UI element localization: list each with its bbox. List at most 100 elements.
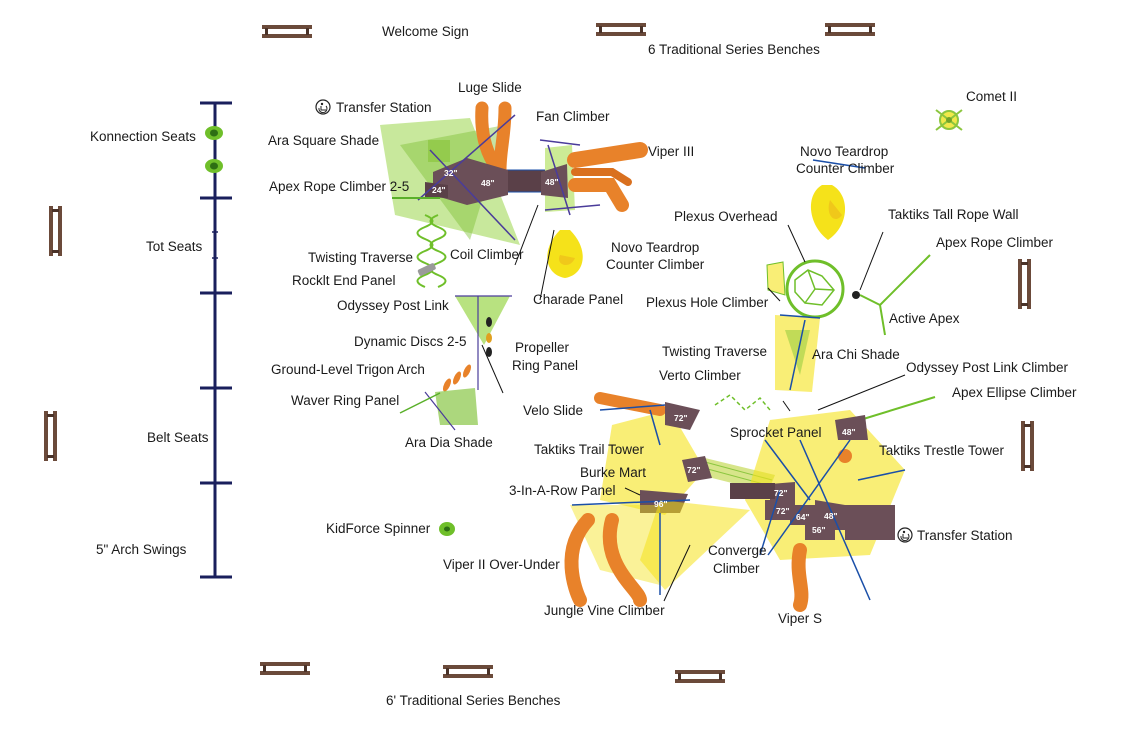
transfer-station-label: Transfer Station: [336, 100, 432, 115]
bench: [675, 670, 725, 683]
deck-height-label: 48": [545, 177, 559, 187]
comet-ii-spinner: [935, 109, 963, 131]
comet-ii-label: Comet II: [966, 89, 1017, 104]
deck-height-label: 64": [796, 512, 810, 522]
ara-dia-shade-label: Ara Dia Shade: [405, 435, 493, 450]
benches-label: 6 Traditional Series Benches: [648, 42, 820, 57]
deck-height-label: 48": [481, 178, 495, 188]
odyssey-post-link-climber-label: Odyssey Post Link Climber: [906, 360, 1069, 375]
active-apex-label: Active Apex: [889, 311, 960, 326]
ara-chi-shade-label: Ara Chi Shade: [812, 347, 900, 362]
viper-s: [791, 543, 809, 612]
label-line: Propeller: [515, 340, 570, 355]
apex-ellipse-climber: [859, 396, 936, 421]
benches-label: 6' Traditional Series Benches: [386, 693, 561, 708]
apex-rope-climber-label: Apex Rope Climber: [936, 235, 1054, 250]
odyssey-post-link: [455, 295, 512, 390]
twisting-traverse-label: Twisting Traverse: [662, 344, 767, 359]
label-line: Ring Panel: [512, 358, 578, 373]
dynamic-discs-label: Dynamic Discs 2-5: [354, 334, 467, 349]
waver-ring-panel-label: Waver Ring Panel: [291, 393, 399, 408]
bench: [1018, 259, 1031, 309]
converge-climber-label: Converge Climber: [708, 543, 770, 576]
label-line: Counter Climber: [606, 257, 705, 272]
bench: [1021, 421, 1034, 471]
blue-poles: [571, 159, 906, 601]
novo-teardrop-label: Novo Teardrop Counter Climber: [606, 240, 705, 272]
ground-level-trigon-arch: [442, 364, 472, 392]
deck-height-label: 48": [842, 427, 856, 437]
plexus-hole-climber: [766, 261, 786, 296]
deck-bridge: [505, 169, 545, 193]
taktiks-trail-tower-label: Taktiks Trail Tower: [534, 442, 645, 457]
velo-slide-label: Velo Slide: [523, 403, 583, 418]
deck-height-label: 48": [824, 511, 838, 521]
transfer-station-icon: [897, 527, 913, 543]
viper-ii-over-under-label: Viper II Over-Under: [443, 557, 560, 572]
coil-climber: [416, 214, 447, 288]
rocklt-end-panel-label: Rocklt End Panel: [292, 273, 396, 288]
viper-ii-over-under: [564, 513, 647, 607]
deck-height-label: 24": [432, 185, 446, 195]
swing-frame: [200, 101, 232, 579]
bench: [260, 662, 310, 675]
leader-lines: [481, 204, 906, 602]
bench: [44, 411, 57, 461]
konnection-seats-label: Konnection Seats: [90, 129, 196, 144]
deck-height-label: 32": [444, 168, 458, 178]
plexus-overhead: [785, 259, 845, 319]
twisting-traverse-label: Twisting Traverse: [308, 250, 413, 265]
novo-teardrop-counter-climber: [547, 230, 583, 278]
tot-seats-label: Tot Seats: [146, 239, 203, 254]
deck-height-label: 72": [687, 465, 701, 475]
welcome-sign-label: Welcome Sign: [382, 24, 469, 39]
odyssey-post-link-label: Odyssey Post Link: [337, 298, 449, 313]
deck-height-label: 72": [674, 413, 688, 423]
ara-dia-shade: [399, 388, 478, 431]
plexus-hole-climber-label: Plexus Hole Climber: [646, 295, 769, 310]
bench: [825, 23, 875, 36]
ara-square-shade-label: Ara Square Shade: [268, 133, 379, 148]
verto-climber-label: Verto Climber: [659, 368, 741, 383]
arch-swings-label: 5" Arch Swings: [96, 542, 187, 557]
label-line: Counter Climber: [796, 161, 895, 176]
belt-seats-label: Belt Seats: [147, 430, 209, 445]
novo-teardrop-counter-climber: [810, 185, 846, 240]
propeller-ring-panel-label: Propeller Ring Panel: [512, 340, 578, 373]
label-line: Novo Teardrop: [611, 240, 699, 255]
dynamic-discs: [486, 317, 492, 357]
velo-slide: [594, 392, 666, 416]
deck-height-label: 72": [776, 506, 790, 516]
bench: [596, 23, 646, 36]
luge-slide-label: Luge Slide: [458, 80, 522, 95]
kidforce-spinner-label: KidForce Spinner: [326, 521, 431, 536]
rocklt-end-panel: [417, 263, 436, 276]
deck-cluster: [665, 402, 895, 540]
ground-level-trigon-arch-label: Ground-Level Trigon Arch: [271, 362, 425, 377]
taktiks-tall-rope-wall-label: Taktiks Tall Rope Wall: [888, 207, 1019, 222]
bench: [49, 206, 62, 256]
transfer-station-label: Transfer Station: [917, 528, 1013, 543]
novo-teardrop-label: Novo Teardrop Counter Climber: [796, 144, 895, 176]
plexus-overhead-label: Plexus Overhead: [674, 209, 778, 224]
deck-height-label: 72": [774, 488, 788, 498]
coil-climber-label: Coil Climber: [450, 247, 524, 262]
bench: [262, 25, 312, 38]
apex-rope-climber-label: Apex Rope Climber 2-5: [269, 179, 409, 194]
blue-structure-lines: [392, 114, 601, 241]
apex-rope-climber: [852, 254, 931, 336]
taktiks-trestle-tower-label: Taktiks Trestle Tower: [879, 443, 1005, 458]
label-line: Climber: [713, 561, 760, 576]
deck-height-label: 56": [812, 525, 826, 535]
apex-ellipse-climber-label: Apex Ellipse Climber: [952, 385, 1077, 400]
three-in-a-row-panel-label: 3-In-A-Row Panel: [509, 483, 616, 498]
jungle-vine-climber-label: Jungle Vine Climber: [544, 603, 665, 618]
burke-mart-label: Burke Mart: [580, 465, 646, 480]
viper-s-label: Viper S: [778, 611, 822, 626]
fan-climber-label: Fan Climber: [536, 109, 610, 124]
konnection-seat: [205, 126, 223, 140]
transfer-station-icon: [315, 99, 331, 115]
konnection-seat: [205, 159, 223, 173]
viper-iii-slide: [567, 142, 648, 212]
